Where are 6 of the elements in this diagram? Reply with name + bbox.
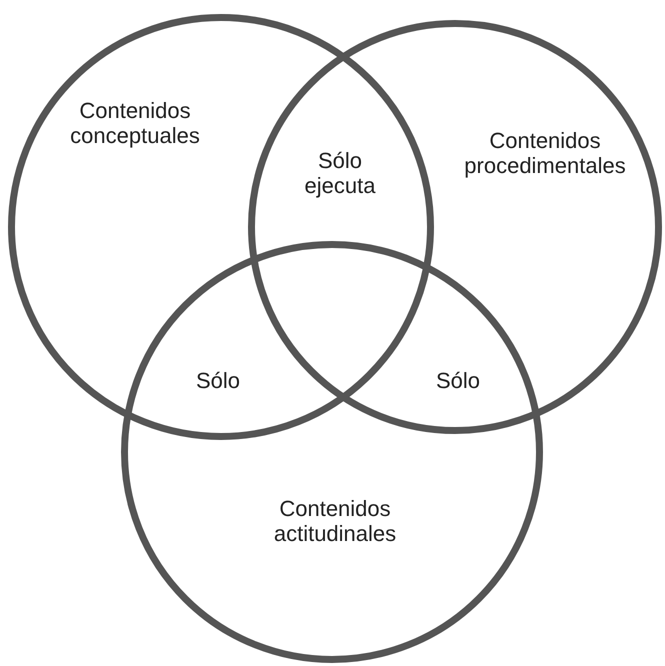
circle-label: Contenidos procedimentales <box>463 128 627 179</box>
region-label: Sólo <box>434 368 482 394</box>
circle-label: Contenidos conceptuales <box>69 98 201 149</box>
region-label: Sólo <box>194 368 242 394</box>
region-label: Sólo ejecuta <box>304 148 376 199</box>
circle-label: Contenidos actitudinales <box>272 496 398 547</box>
